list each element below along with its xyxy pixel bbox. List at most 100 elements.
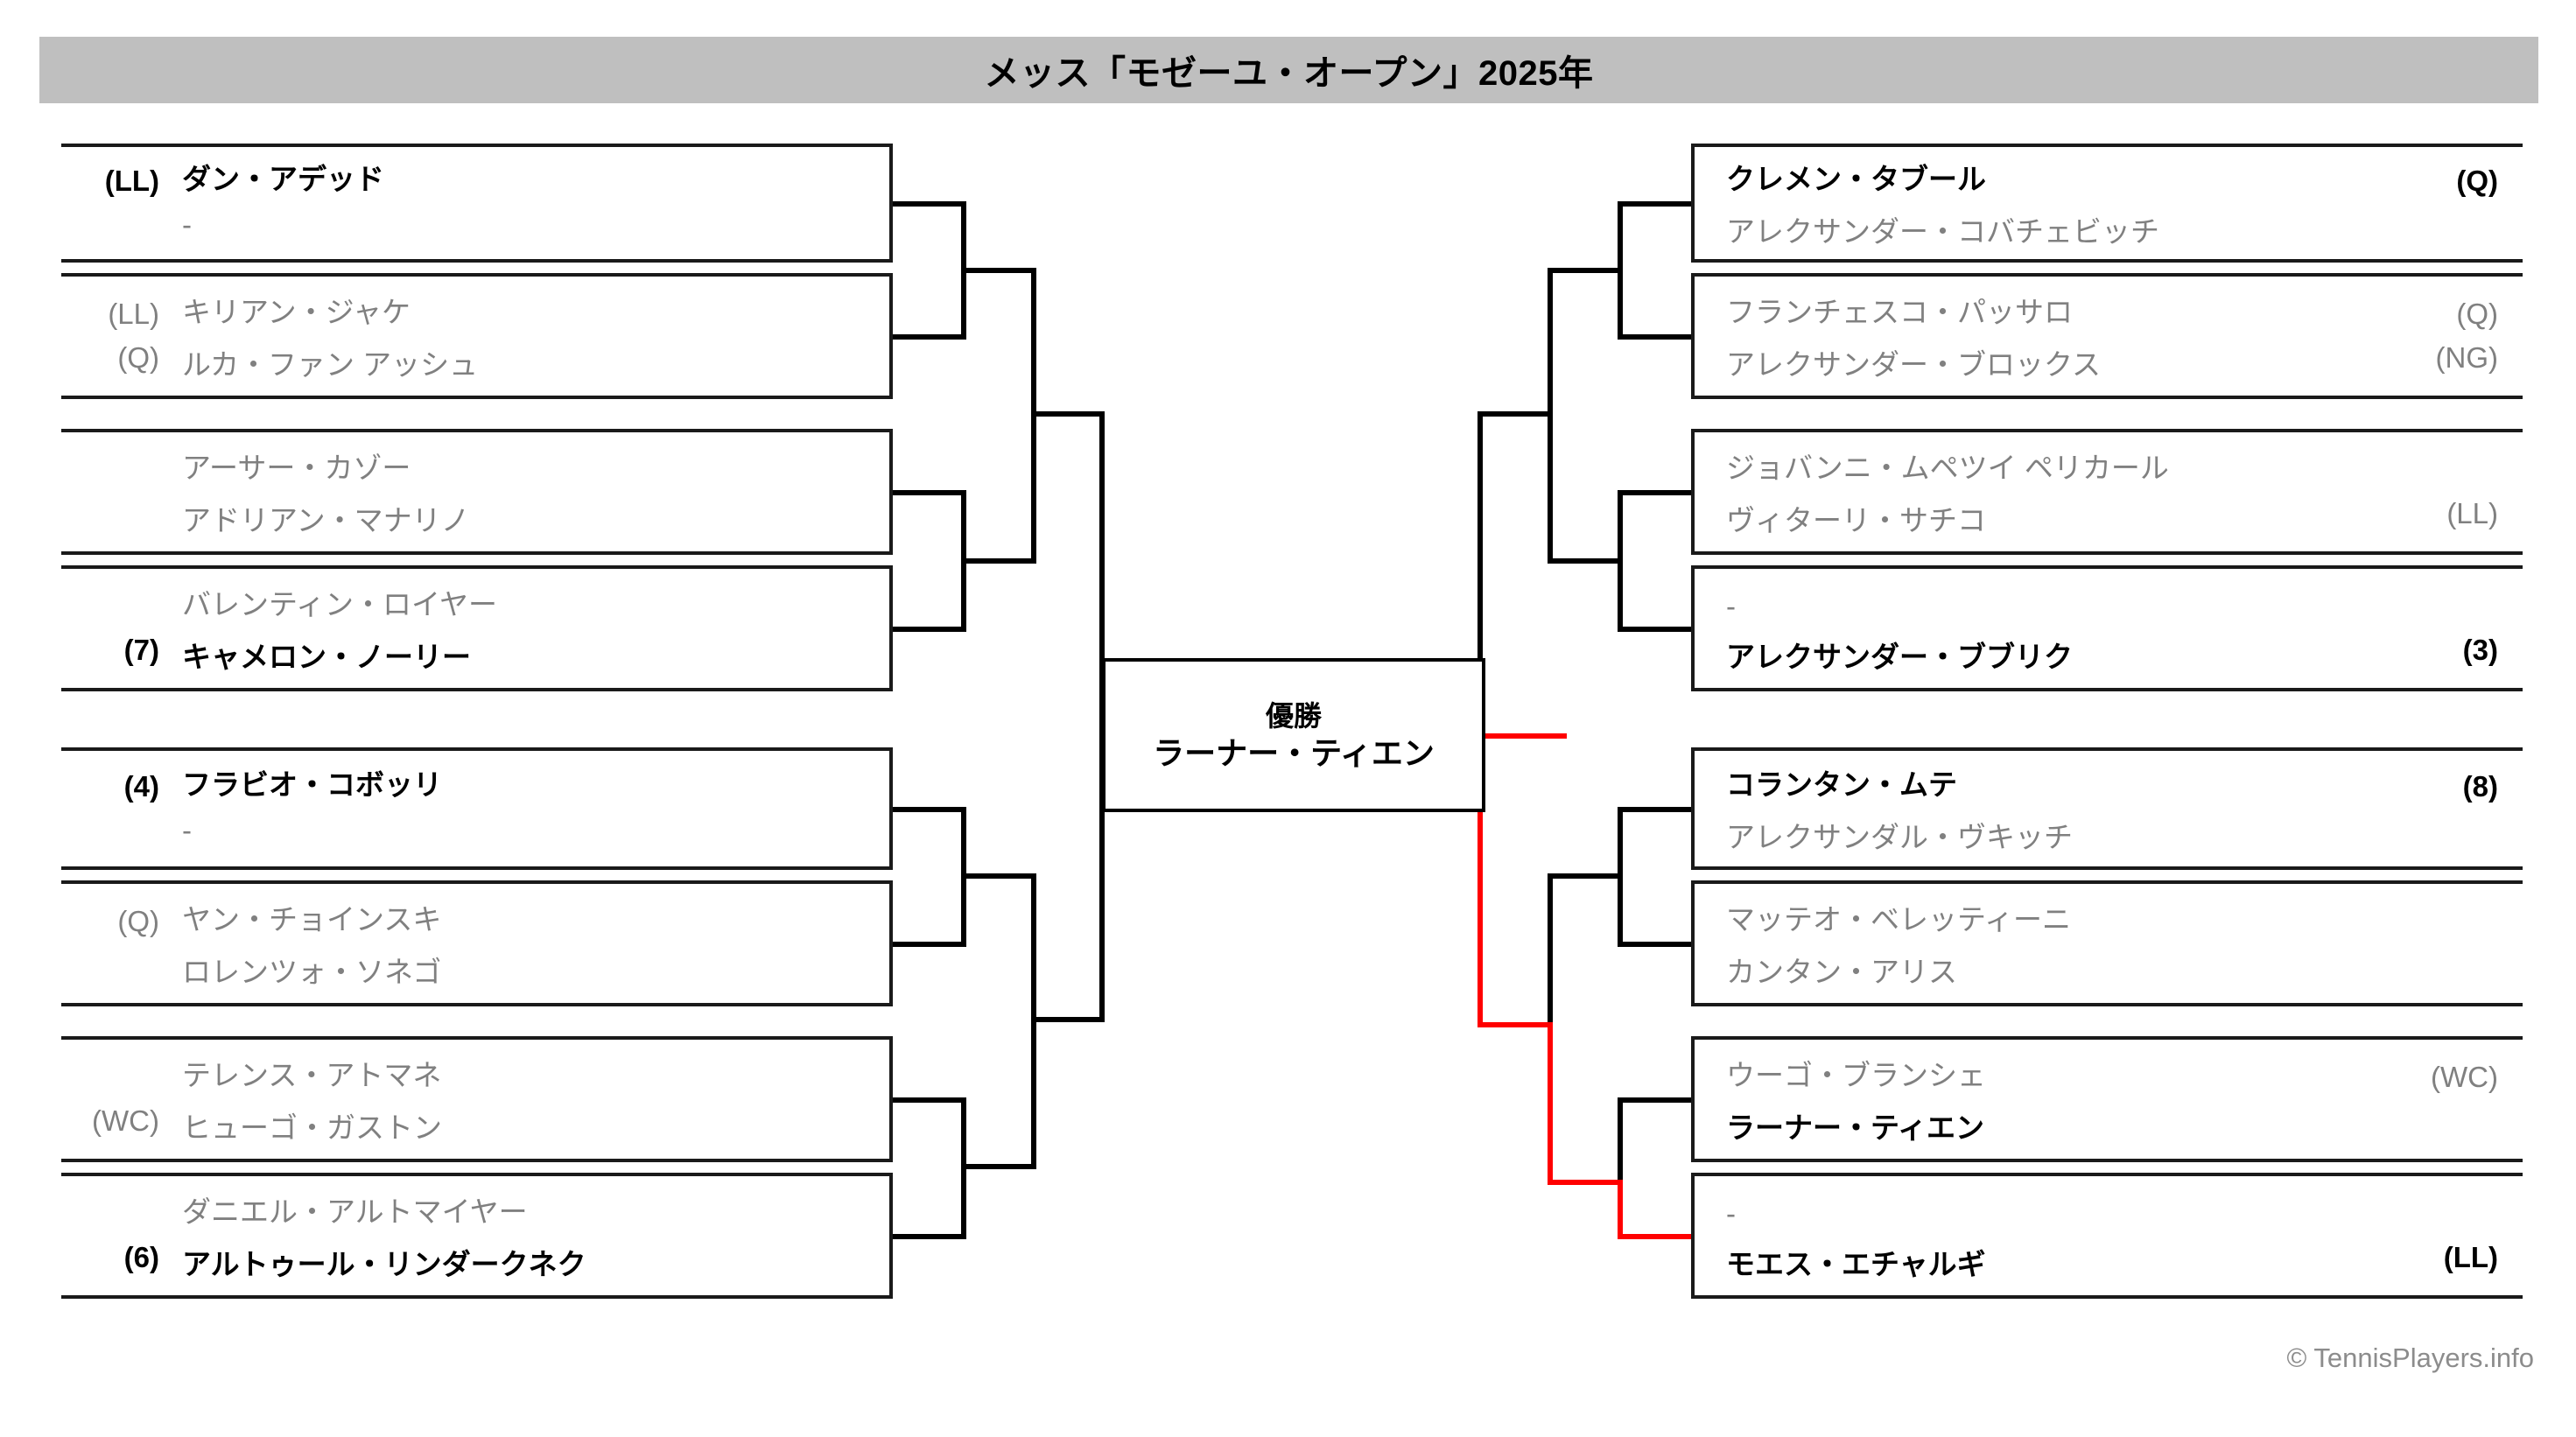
player-seed: (7): [123, 634, 159, 666]
player-slot[interactable]: (Q) ルカ・ファン アッシュ: [61, 336, 889, 396]
connector-left-r2-c-top: [893, 807, 966, 812]
connector-right-r2-a-bot: [1618, 334, 1691, 340]
match-box-right-2[interactable]: フランチェスコ・パッサロ (Q) アレクサンダー・ブロックス (NG): [1691, 273, 2523, 399]
connector-left-r2-c-bot: [893, 942, 966, 947]
player-slot[interactable]: フランチェスコ・パッサロ (Q): [1695, 277, 2523, 336]
copyright-notice: © TennisPlayers.info: [2286, 1342, 2534, 1373]
player-slot[interactable]: カンタン・アリス: [1695, 943, 2523, 1003]
match-box-left-5[interactable]: (4) フラビオ・コボッリ -: [61, 747, 893, 870]
player-name: ルカ・ファン アッシュ: [182, 348, 479, 381]
player-slot[interactable]: (6) アルトゥール・リンダークネク: [61, 1236, 889, 1295]
match-box-left-8[interactable]: ダニエル・アルトマイヤー (6) アルトゥール・リンダークネク: [61, 1173, 893, 1299]
connector-right-r2-a-top: [1618, 201, 1691, 207]
connector-right-r2-d-bot-winner: [1618, 1234, 1691, 1239]
match-box-left-7[interactable]: テレンス・アトマネ (WC) ヒューゴ・ガストン: [61, 1036, 893, 1162]
player-name: テレンス・アトマネ: [182, 1059, 442, 1091]
connector-left-r3-a-bot: [961, 558, 1036, 564]
match-box-right-6[interactable]: マッテオ・ベレッティーニ カンタン・アリス: [1691, 880, 2523, 1006]
connector-right-r3-a-top: [1548, 268, 1623, 273]
tournament-title-bar: メッス「モゼーユ・オープン」2025年: [39, 37, 2538, 103]
player-name: ラーナー・ティエン: [1726, 1111, 1985, 1144]
connector-right-final-to-champ: [1483, 733, 1567, 739]
player-slot[interactable]: アドリアン・マナリノ: [61, 492, 889, 551]
connector-right-r2-c-top: [1618, 807, 1691, 812]
connector-left-r3-b-bot: [961, 1164, 1036, 1169]
champion-name: ラーナー・ティエン: [1153, 734, 1435, 771]
player-name: フラビオ・コボッリ: [182, 768, 442, 801]
player-slot[interactable]: (4) フラビオ・コボッリ: [61, 751, 889, 809]
match-box-right-7[interactable]: ウーゴ・ブランシェ (WC) ラーナー・ティエン: [1691, 1036, 2523, 1162]
player-slot[interactable]: -: [61, 203, 889, 259]
player-slot[interactable]: ラーナー・ティエン: [1695, 1099, 2523, 1159]
connector-right-r2-c-bot: [1618, 942, 1691, 947]
player-slot[interactable]: ダニエル・アルトマイヤー: [61, 1176, 889, 1236]
player-name: キリアン・ジャケ: [182, 296, 411, 328]
connector-left-r2-b-top: [893, 490, 966, 495]
player-seed: (3): [2462, 634, 2498, 666]
player-name: ヒューゴ・ガストン: [182, 1111, 442, 1144]
connector-left-r4-top: [1031, 411, 1105, 417]
player-seed: (Q): [117, 341, 159, 374]
player-slot[interactable]: (LL) ダン・アデッド: [61, 147, 889, 203]
player-slot[interactable]: (Q) ヤン・チョインスキ: [61, 884, 889, 943]
player-slot[interactable]: (WC) ヒューゴ・ガストン: [61, 1099, 889, 1159]
player-slot[interactable]: -: [61, 809, 889, 866]
player-slot[interactable]: マッテオ・ベレッティーニ: [1695, 884, 2523, 943]
player-slot[interactable]: アーサー・カゾー: [61, 432, 889, 492]
player-name: ウーゴ・ブランシェ: [1726, 1059, 1986, 1091]
player-name: アレクサンダー・ブブリク: [1726, 641, 2073, 673]
player-slot[interactable]: アレクサンダー・コバチェビッチ: [1695, 203, 2523, 259]
connector-left-r3-a-top: [961, 268, 1036, 273]
connector-right-r2-b-top: [1618, 490, 1691, 495]
player-name: ヴィターリ・サチコ: [1726, 504, 1986, 536]
match-box-left-2[interactable]: (LL) キリアン・ジャケ (Q) ルカ・ファン アッシュ: [61, 273, 893, 399]
match-box-right-3[interactable]: ジョバンニ・ムペツイ ペリカール ヴィターリ・サチコ (LL): [1691, 429, 2523, 555]
player-slot[interactable]: モエス・エチャルギ (LL): [1695, 1236, 2523, 1295]
player-slot[interactable]: アレクサンダー・ブロックス (NG): [1695, 336, 2523, 396]
player-slot[interactable]: クレメン・タブール (Q): [1695, 147, 2523, 203]
player-slot[interactable]: アレクサンダル・ヴキッチ: [1695, 809, 2523, 866]
match-box-left-1[interactable]: (LL) ダン・アデッド -: [61, 144, 893, 263]
champion-box[interactable]: 優勝 ラーナー・ティエン: [1102, 658, 1485, 812]
player-name: ダン・アデッド: [182, 163, 384, 195]
connector-left-r2-a-top: [893, 201, 966, 207]
connector-right-r2-d-vert-winner: [1618, 1180, 1623, 1239]
match-box-right-8[interactable]: - モエス・エチャルギ (LL): [1691, 1173, 2523, 1299]
player-slot[interactable]: コランタン・ムテ (8): [1695, 751, 2523, 809]
player-slot[interactable]: テレンス・アトマネ: [61, 1040, 889, 1099]
champion-label: 優勝: [1265, 699, 1322, 732]
player-slot[interactable]: アレクサンダー・ブブリク (3): [1695, 628, 2523, 688]
match-box-right-4[interactable]: - アレクサンダー・ブブリク (3): [1691, 565, 2523, 691]
match-box-right-5[interactable]: コランタン・ムテ (8) アレクサンダル・ヴキッチ: [1691, 747, 2523, 870]
player-slot[interactable]: バレンティン・ロイヤー: [61, 569, 889, 628]
player-seed: (4): [123, 770, 159, 803]
player-name: -: [1726, 590, 1736, 622]
match-box-right-1[interactable]: クレメン・タブール (Q) アレクサンダー・コバチェビッチ: [1691, 144, 2523, 263]
player-slot[interactable]: ロレンツォ・ソネゴ: [61, 943, 889, 1003]
player-slot[interactable]: ウーゴ・ブランシェ (WC): [1695, 1040, 2523, 1099]
player-slot[interactable]: -: [1695, 569, 2523, 628]
player-slot[interactable]: (LL) キリアン・ジャケ: [61, 277, 889, 336]
match-box-left-6[interactable]: (Q) ヤン・チョインスキ ロレンツォ・ソネゴ: [61, 880, 893, 1006]
player-seed: (8): [2462, 770, 2498, 803]
player-slot[interactable]: -: [1695, 1176, 2523, 1236]
player-seed: (LL): [108, 298, 159, 330]
player-slot[interactable]: (7) キャメロン・ノーリー: [61, 628, 889, 688]
match-box-left-3[interactable]: アーサー・カゾー アドリアン・マナリノ: [61, 429, 893, 555]
player-name: ロレンツォ・ソネゴ: [182, 956, 442, 988]
connector-right-r3-a-bot: [1548, 558, 1623, 564]
connector-right-r3-b-mid-winner: [1478, 1022, 1553, 1027]
connector-left-r2-b-bot: [893, 627, 966, 632]
connector-right-r4-vert: [1478, 411, 1483, 739]
connector-left-r4-bot: [1031, 1017, 1105, 1022]
match-box-left-4[interactable]: バレンティン・ロイヤー (7) キャメロン・ノーリー: [61, 565, 893, 691]
player-name: クレメン・タブール: [1726, 163, 1986, 195]
connector-right-r4-top: [1478, 411, 1551, 417]
connector-right-r3-b-vert: [1548, 873, 1553, 1027]
player-seed: (Q): [117, 905, 159, 937]
player-slot[interactable]: ジョバンニ・ムペツイ ペリカール: [1695, 432, 2523, 492]
player-name: マッテオ・ベレッティーニ: [1726, 903, 2072, 936]
connector-right-r2-d-mid-winner: [1548, 1180, 1623, 1185]
player-slot[interactable]: ヴィターリ・サチコ (LL): [1695, 492, 2523, 551]
